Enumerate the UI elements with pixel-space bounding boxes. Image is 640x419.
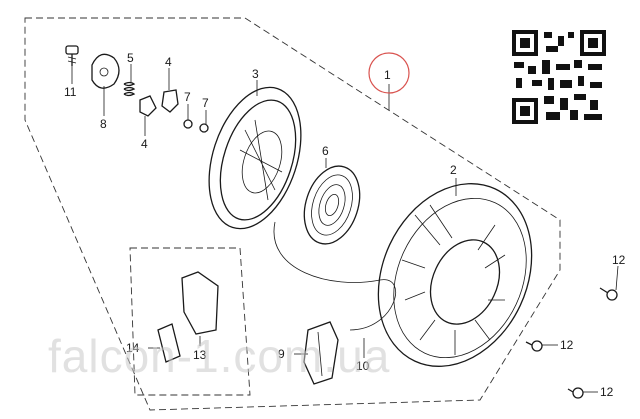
callout-9: 9 xyxy=(278,347,285,361)
recoil-spring-part xyxy=(303,165,361,245)
callout-4-bottom: 4 xyxy=(141,137,148,151)
callout-13: 13 xyxy=(193,348,207,362)
pin-parts xyxy=(183,119,209,133)
callout-12-bottom: 12 xyxy=(600,385,614,399)
inset-parts xyxy=(157,271,219,363)
reel-part xyxy=(208,86,302,230)
callout-1: 1 xyxy=(384,68,391,82)
handle-part xyxy=(303,321,339,385)
callout-7-right: 7 xyxy=(202,96,209,110)
callout-14: 14 xyxy=(126,341,140,355)
callout-7-top: 7 xyxy=(184,90,191,104)
callout-3: 3 xyxy=(252,67,259,81)
starter-rope-part xyxy=(273,221,396,331)
callout-8: 8 xyxy=(100,117,107,131)
inset-outline xyxy=(129,247,251,396)
spring-part xyxy=(123,81,136,97)
callout-11: 11 xyxy=(64,85,77,99)
callout-5: 5 xyxy=(127,51,134,65)
bolt-part xyxy=(65,45,79,66)
assembly-outline xyxy=(24,17,561,411)
leader-lines xyxy=(71,64,619,393)
friction-plate-part xyxy=(91,53,120,89)
callout-2: 2 xyxy=(450,163,457,177)
highlight-circle xyxy=(368,52,410,94)
ratchet-parts xyxy=(139,89,179,117)
callout-4-top: 4 xyxy=(165,55,172,69)
callout-6: 6 xyxy=(322,144,329,158)
qr-code xyxy=(512,30,606,124)
callout-12-middle: 12 xyxy=(560,338,574,352)
callout-12-right: 12 xyxy=(612,253,626,267)
watermark: falcon-1.com.ua xyxy=(48,330,390,382)
callout-10: 10 xyxy=(356,359,370,373)
flange-bolts xyxy=(525,287,618,399)
starter-case-part xyxy=(377,183,533,367)
